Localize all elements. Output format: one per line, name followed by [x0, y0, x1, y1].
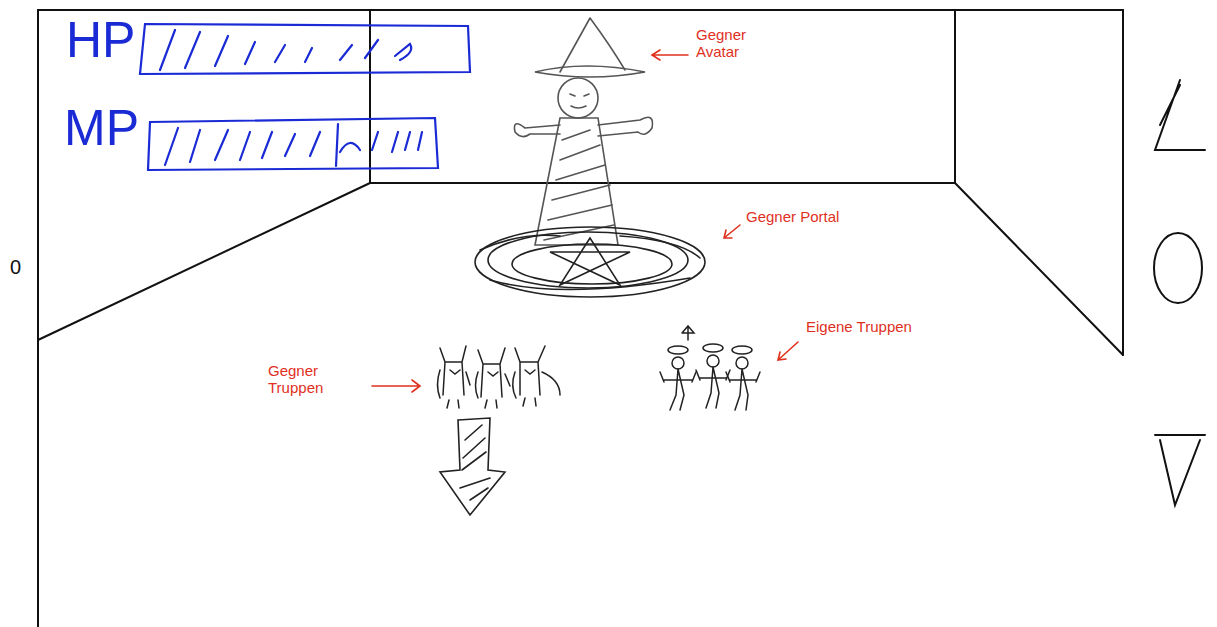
- status-bars: [140, 24, 470, 170]
- own-troops: [660, 326, 760, 410]
- annotation-label: Eigene Truppen: [806, 318, 912, 335]
- enemy-move-arrow: [440, 418, 505, 515]
- mp-label: MP: [64, 100, 139, 158]
- annotation-label: Gegner Avatar: [696, 26, 766, 61]
- enemy-troops: [438, 346, 561, 408]
- room-frame: [38, 10, 1123, 627]
- side-controls: [1154, 80, 1205, 505]
- enemy-avatar-figure: [514, 18, 652, 245]
- annotation-label: Gegner Portal: [746, 208, 839, 225]
- annotation-label: Gegner Truppen: [268, 362, 338, 397]
- hp-label: HP: [66, 12, 135, 70]
- callout-arrows: [372, 50, 798, 392]
- marker-label: 0: [10, 256, 21, 279]
- enemy-portal: [475, 227, 705, 297]
